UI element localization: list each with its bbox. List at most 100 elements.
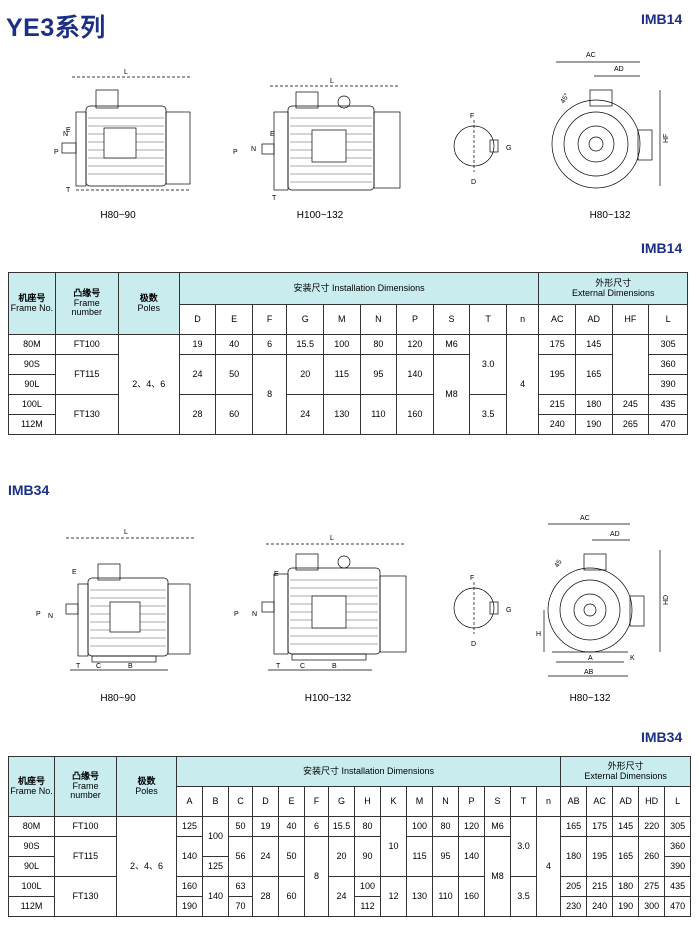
label-N: N (251, 146, 256, 153)
table-row: 112M 240 190 265 470 (8, 414, 688, 435)
imb34-motor-h80-90: L P N E T C B (36, 529, 196, 671)
table-row: 90S FT115 24 50 8 20 115 95 140 M8 195 1… (8, 354, 688, 435)
col-C: C (228, 786, 253, 817)
col-S: S (484, 786, 511, 817)
caption-imb14-2: H100~132 (296, 210, 344, 221)
section-code-imb14-top: IMB14 (641, 11, 683, 27)
label-C: C (96, 663, 101, 670)
label-L: L (124, 529, 128, 536)
poles-cell: 2、4、6 (117, 334, 180, 435)
label-N: N (48, 613, 53, 620)
label-P: P (234, 611, 239, 618)
imb34-drawings: L P N E T C B L (0, 510, 700, 710)
col-G: G (328, 786, 355, 817)
col-K: K (380, 786, 407, 817)
label-E: E (274, 571, 279, 578)
table-row: 100L FT130 160 140 63 28 60 24 100 12 13… (8, 876, 692, 917)
col-AD: AD (612, 786, 640, 817)
label-E: E (66, 127, 71, 134)
imb14-motor-h100-132: L P N E T (233, 78, 401, 202)
col-AC: AC (586, 786, 614, 817)
table-row: 90L 125 390 (8, 856, 692, 877)
poles-cell: 2、4、6 (116, 816, 177, 917)
label-P: P (54, 149, 59, 156)
col-F: F (304, 786, 329, 817)
label-T: T (66, 187, 71, 194)
label-L: L (330, 78, 334, 85)
label-E: E (270, 131, 275, 138)
col-N: N (432, 786, 459, 817)
table-row: 80M FT100 2、4、6 125 100 50 19 40 6 15.5 … (8, 816, 692, 917)
label-45deg: 45° (559, 92, 571, 105)
col-M: M (323, 304, 361, 335)
imb34-motor-h100-132: L P N E T C B (234, 535, 407, 671)
col-H: H (354, 786, 381, 817)
label-K: K (630, 655, 635, 662)
col-AD: AD (575, 304, 613, 335)
table-row: 80M FT100 2、4、6 19 40 6 15.5 100 80 120 … (8, 334, 688, 435)
imb14-motor-h80-90: L P N E T (54, 69, 192, 194)
caption-imb34-3: H80~132 (569, 693, 611, 704)
label-D: D (471, 641, 476, 648)
label-E: E (72, 569, 77, 576)
col-P: P (458, 786, 485, 817)
table-row: 90L 390 (8, 374, 688, 395)
col-B: B (202, 786, 229, 817)
label-P: P (36, 611, 41, 618)
imb14-front-view: AC AD HF 45° (551, 52, 670, 189)
col-T: T (510, 786, 537, 817)
header-installation-dimensions: 安装尺寸 Installation Dimensions (178, 272, 540, 305)
col-G: G (286, 304, 324, 335)
caption-imb34-1: H80~90 (100, 693, 136, 704)
col-L: L (664, 786, 692, 817)
table-row: 90S FT115 140 56 24 50 8 20 90 115 95 14… (8, 836, 692, 917)
label-N: N (63, 131, 68, 138)
label-T: T (276, 663, 281, 670)
label-HF: HF (663, 134, 670, 143)
label-F: F (470, 113, 474, 120)
label-T: T (272, 195, 277, 202)
label-L: L (124, 69, 128, 76)
col-n: n (505, 304, 540, 335)
imb14-drawings: L P N E T L (0, 40, 700, 230)
section-code-imb34-top: IMB34 (8, 482, 50, 498)
label-T: T (76, 663, 81, 670)
col-E: E (278, 786, 305, 817)
caption-imb14-1: H80~90 (100, 210, 136, 221)
col-HD: HD (638, 786, 666, 817)
label-G: G (506, 145, 511, 152)
label-45deg: 45 (554, 559, 564, 569)
label-AD: AD (614, 66, 624, 73)
caption-imb14-3: H80~132 (589, 210, 631, 221)
imb14-shaft-end: F G D (453, 113, 511, 186)
col-D: D (178, 304, 217, 335)
col-P: P (396, 304, 434, 335)
table-row: 100L FT130 28 60 24 130 110 160 3.5 215 … (8, 394, 688, 435)
label-D: D (471, 179, 476, 186)
label-B: B (128, 663, 133, 670)
label-H: H (536, 631, 541, 638)
label-AD: AD (610, 531, 620, 538)
label-F: F (470, 575, 474, 582)
col-A: A (176, 786, 203, 817)
col-M: M (406, 786, 433, 817)
label-AB: AB (584, 669, 594, 676)
label-HD: HD (663, 595, 670, 605)
imb34-shaft-end: F G D (453, 575, 511, 648)
caption-imb34-2: H100~132 (304, 693, 352, 704)
col-D: D (252, 786, 279, 817)
table-row: 112M 190 70 112 230 240 190 300 470 (8, 896, 692, 917)
label-B: B (332, 663, 337, 670)
header-installation-dimensions: 安装尺寸 Installation Dimensions (175, 756, 562, 787)
col-F: F (251, 304, 288, 335)
